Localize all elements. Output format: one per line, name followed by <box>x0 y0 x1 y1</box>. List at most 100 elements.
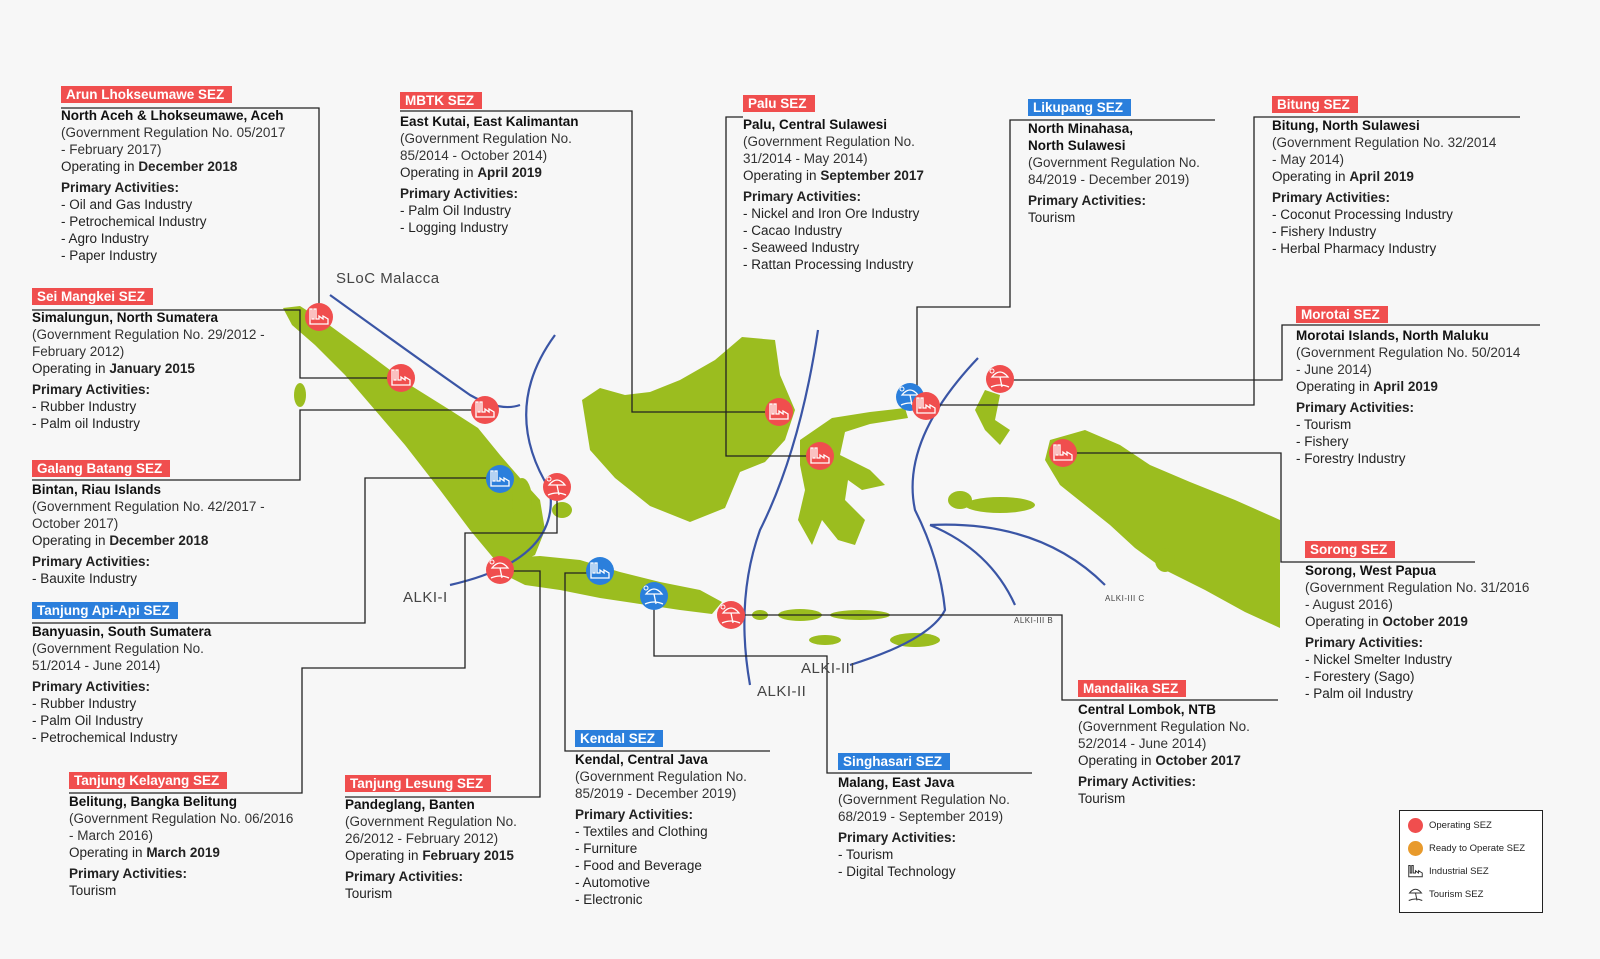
label-alki-3b: ALKI-III B <box>1014 616 1054 625</box>
operating-line: Operating in January 2015 <box>32 360 265 377</box>
regulation-line: (Government Regulation No. <box>743 134 915 149</box>
activity-item: - Tourism <box>1296 417 1352 432</box>
aru <box>1155 548 1175 572</box>
operating-date: April 2019 <box>1349 169 1414 184</box>
regulation-line: 85/2019 - December 2019) <box>575 786 737 801</box>
operating-line: Operating in March 2019 <box>69 844 293 861</box>
operating-prefix: Operating in <box>1296 379 1370 394</box>
activity-item: - Nickel and Iron Ore Industry <box>743 206 920 221</box>
regulation-line: 51/2014 - June 2014) <box>32 658 161 673</box>
marker-palu-industrial[interactable] <box>806 442 834 470</box>
factory-icon <box>1408 865 1423 878</box>
operating-prefix: Operating in <box>400 165 474 180</box>
activity-item: - Logging Industry <box>400 220 509 235</box>
timor <box>890 633 940 647</box>
activity-item: - Rubber Industry <box>32 399 137 414</box>
regulation-line: (Government Regulation No. <box>838 792 1010 807</box>
sez-name-tag: Sei Mangkei SEZ <box>32 288 154 305</box>
sez-name-tag: Singhasari SEZ <box>838 753 951 770</box>
location-line: North Aceh & Lhokseumawe, Aceh <box>61 108 284 123</box>
marker-kendal-industrial[interactable] <box>586 557 614 585</box>
activity-item: - Seaweed Industry <box>743 240 860 255</box>
alki-2-lane <box>743 329 820 686</box>
operating-prefix: Operating in <box>345 848 419 863</box>
regulation-line: (Government Regulation No. <box>400 131 572 146</box>
marker-morotai-tourism[interactable] <box>986 365 1014 393</box>
marker-tanjung-api-api-industrial[interactable] <box>486 465 514 493</box>
regulation-line: 85/2014 - October 2014) <box>400 148 548 163</box>
location-line: Pandeglang, Banten <box>345 797 475 812</box>
activity-item: Tourism <box>345 886 393 901</box>
operating-line: Operating in April 2019 <box>400 164 579 181</box>
operating-prefix: Operating in <box>32 361 106 376</box>
location-line: East Kutai, East Kalimantan <box>400 114 579 129</box>
operating-date: October 2019 <box>1382 614 1468 629</box>
sez-name-tag: Tanjung Lesung SEZ <box>345 775 492 792</box>
activity-item: - Rubber Industry <box>32 696 137 711</box>
marker-tanjung-kelayang-tourism[interactable] <box>543 473 571 501</box>
regulation-line: (Government Regulation No. 31/2016 <box>1305 580 1530 595</box>
marker-arun-industrial[interactable] <box>305 303 333 331</box>
marker-bitung-industrial[interactable] <box>912 392 940 420</box>
tag-wrap: MBTK SEZ <box>400 92 579 113</box>
operating-line: Operating in April 2019 <box>1272 168 1496 185</box>
papua <box>1045 430 1280 628</box>
activity-item: - Agro Industry <box>61 231 149 246</box>
operating-date: January 2015 <box>109 361 195 376</box>
marker-mandalika-tourism[interactable] <box>717 601 745 629</box>
sez-name-tag: Tanjung Api-Api SEZ <box>32 602 178 619</box>
sumatra <box>283 306 545 566</box>
location-line: Central Lombok, NTB <box>1078 702 1217 717</box>
activity-item: - Bauxite Industry <box>32 571 138 586</box>
activity-item: - Herbal Pharmacy Industry <box>1272 241 1437 256</box>
marker-singhasari-tourism[interactable] <box>640 582 668 610</box>
operating-date: April 2019 <box>1373 379 1438 394</box>
sez-name-tag: Galang Batang SEZ <box>32 460 171 477</box>
regulation-line: (Government Regulation No. 50/2014 <box>1296 345 1521 360</box>
activity-item: - Fishery <box>1296 434 1349 449</box>
location-line: Belitung, Bangka Belitung <box>69 794 238 809</box>
tag-wrap: Palu SEZ <box>743 95 924 116</box>
location-line: Bintan, Riau Islands <box>32 482 162 497</box>
kalimantan <box>582 337 795 522</box>
marker-galang-batang-industrial[interactable] <box>471 396 499 424</box>
sez-name-tag: Palu SEZ <box>743 95 815 112</box>
operating-line: Operating in October 2017 <box>1078 752 1250 769</box>
regulation-line: (Government Regulation No. 06/2016 <box>69 811 294 826</box>
label-alki-2: ALKI-II <box>757 683 807 700</box>
legend-operating: Operating SEZ <box>1429 820 1492 831</box>
regulation-line: - May 2014) <box>1272 152 1345 167</box>
operating-dot-icon <box>1408 818 1423 833</box>
tag-wrap: Arun Lhokseumawe SEZ <box>61 86 285 107</box>
location-line: Bitung, North Sulawesi <box>1272 118 1420 133</box>
buru <box>948 491 972 509</box>
operating-date: February 2015 <box>422 848 514 863</box>
sulawesi <box>798 408 908 545</box>
sez-name-tag: Kendal SEZ <box>575 730 664 747</box>
activities-label: Primary Activities: <box>838 830 957 845</box>
location-line: Banyuasin, South Sumatera <box>32 624 212 639</box>
location-line: North Sulawesi <box>1028 138 1126 153</box>
tag-wrap: Bitung SEZ <box>1272 96 1496 117</box>
activity-item: - Furniture <box>575 841 638 856</box>
activity-item: Tourism <box>1078 791 1126 806</box>
marker-sei-mangkei-industrial[interactable] <box>387 364 415 392</box>
operating-prefix: Operating in <box>61 159 135 174</box>
legend-industrial: Industrial SEZ <box>1429 866 1489 877</box>
tag-wrap: Sei Mangkei SEZ <box>32 288 265 309</box>
marker-mbtk-industrial[interactable] <box>765 398 793 426</box>
regulation-line: (Government Regulation No. <box>1078 719 1250 734</box>
sez-name-tag: Mandalika SEZ <box>1078 680 1187 697</box>
operating-prefix: Operating in <box>743 168 817 183</box>
tag-wrap: Sorong SEZ <box>1305 541 1529 562</box>
marker-tanjung-lesung-tourism[interactable] <box>486 556 514 584</box>
marker-sorong-industrial[interactable] <box>1049 439 1077 467</box>
tag-wrap: Tanjung Api-Api SEZ <box>32 602 211 623</box>
activity-item: - Petrochemical Industry <box>32 730 178 745</box>
regulation-line: (Government Regulation No. 05/2017 <box>61 125 286 140</box>
